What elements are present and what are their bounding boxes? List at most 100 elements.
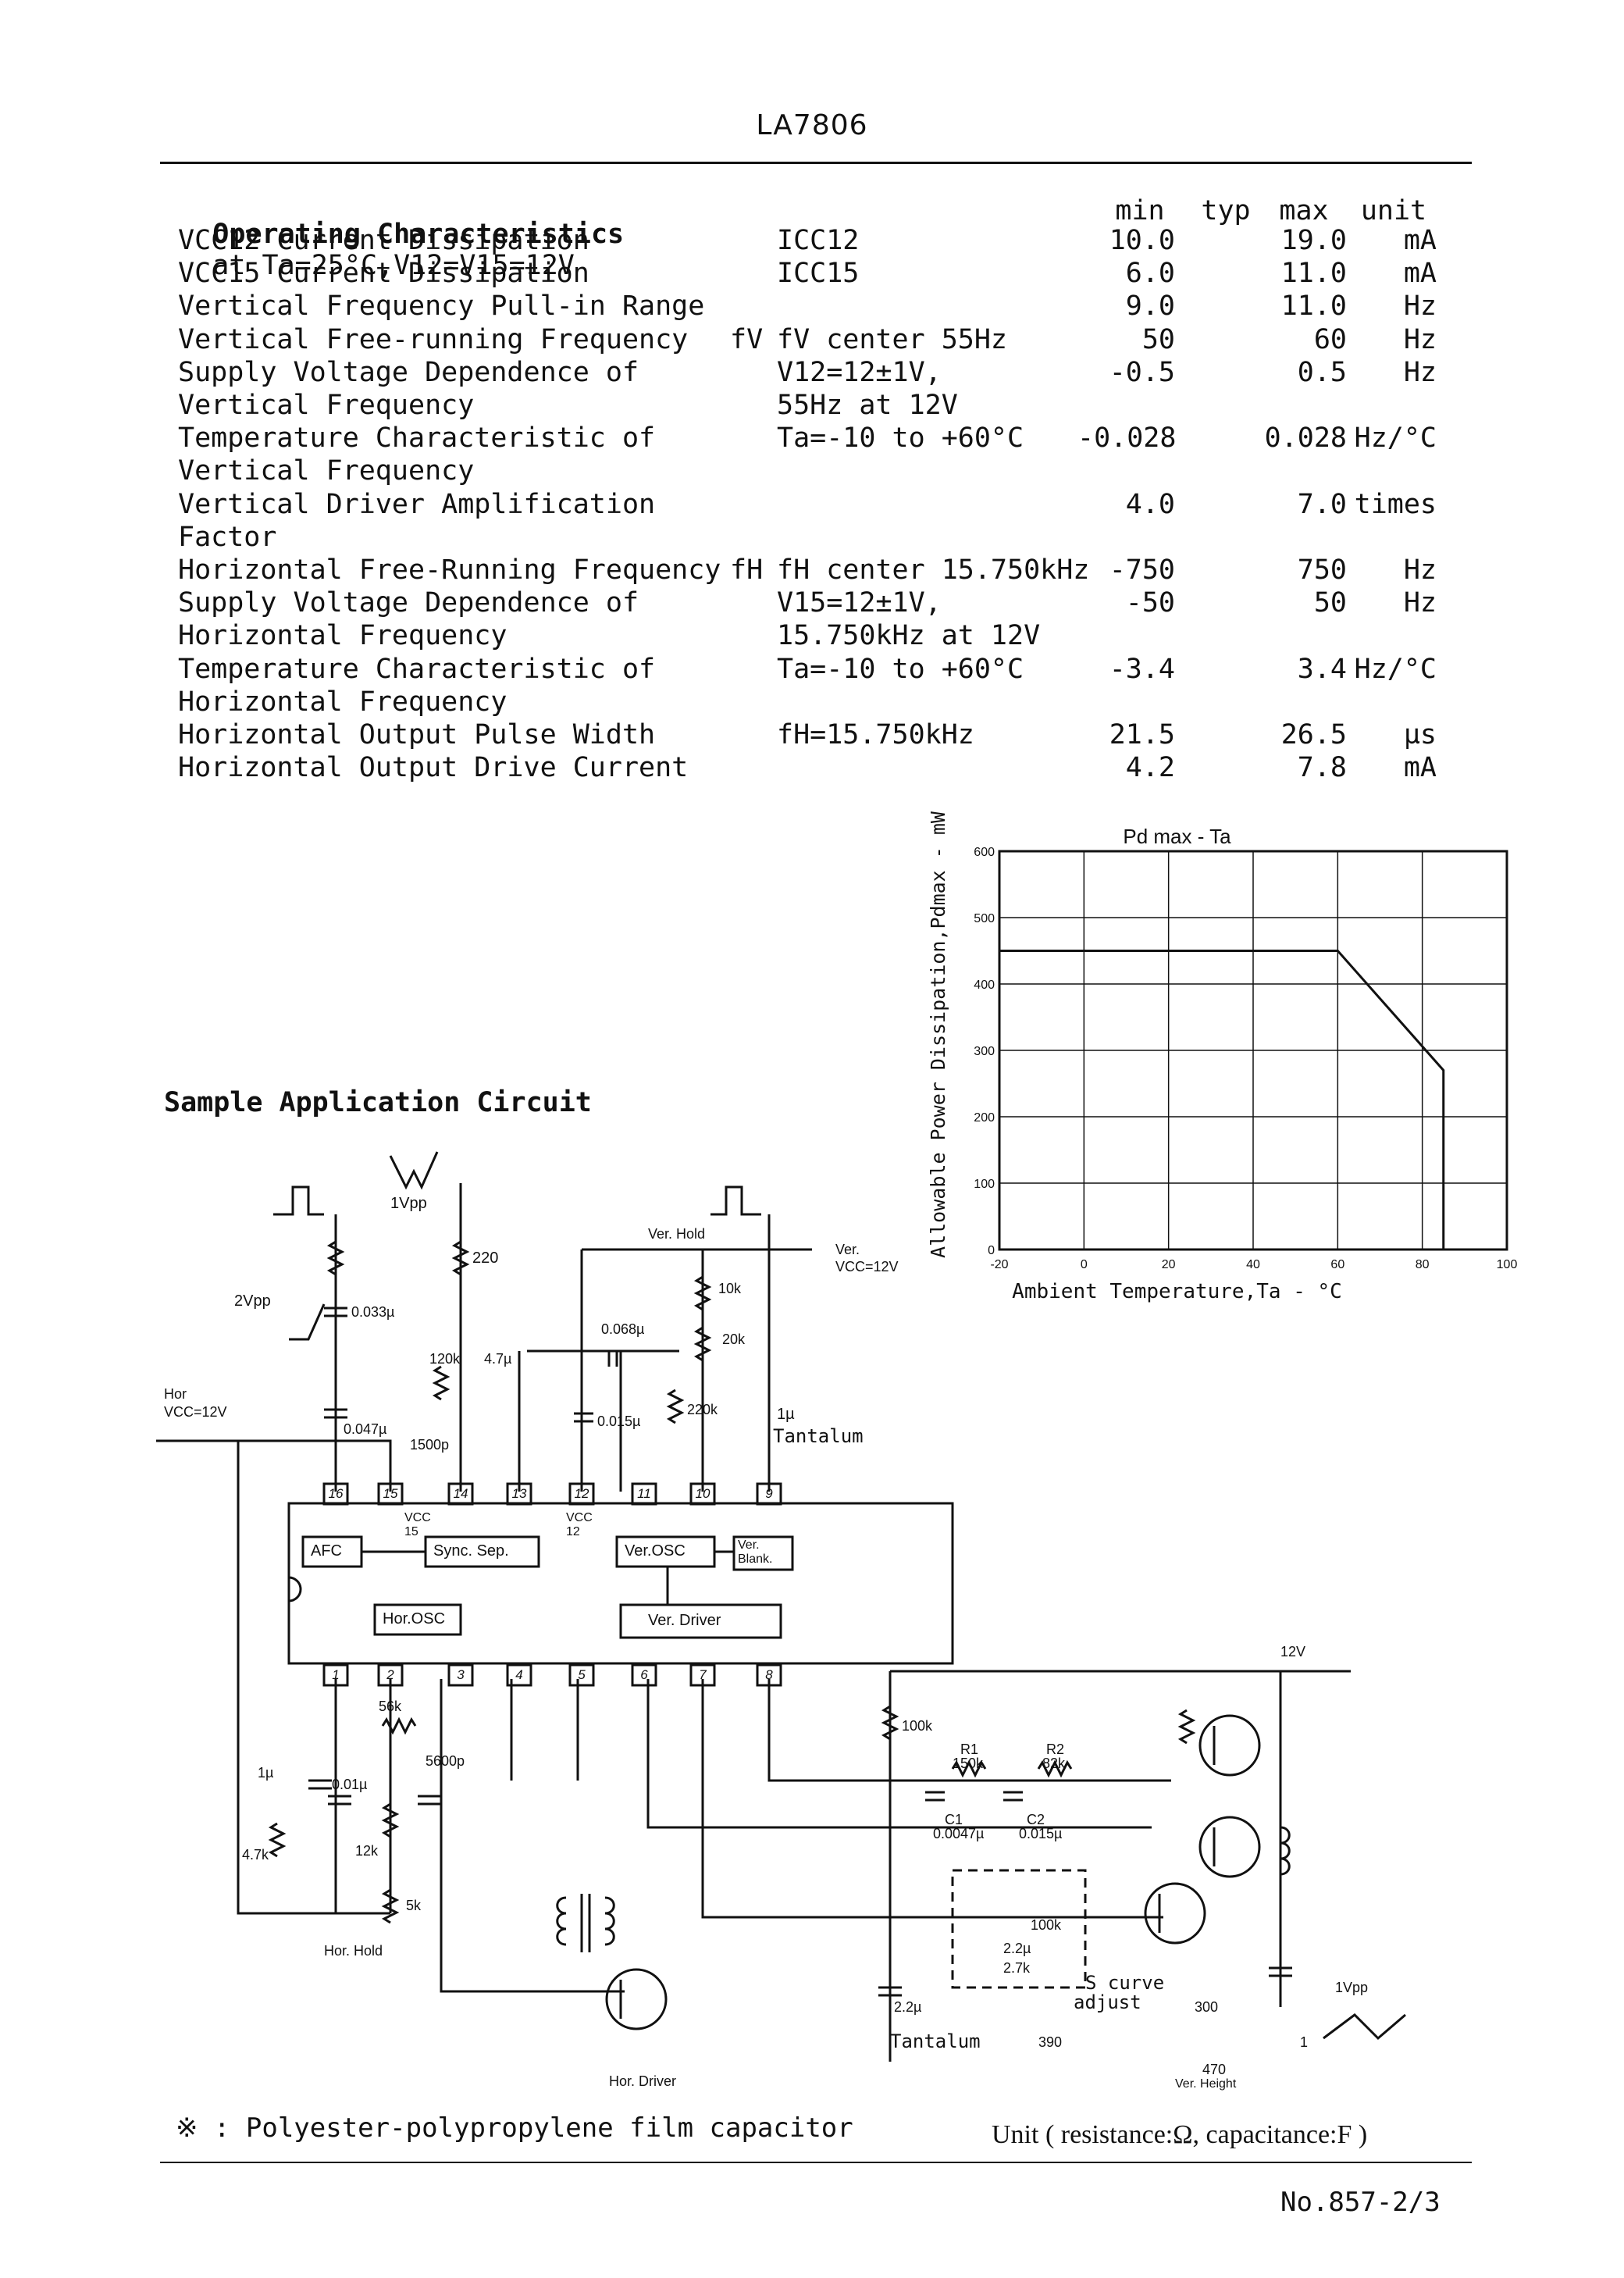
label-c0068: 0.068µ <box>601 1321 645 1337</box>
top-pin-number: 12 <box>574 1486 589 1501</box>
label-r1-ohm: 1 <box>1300 2034 1309 2050</box>
spec-condition-value: Ta=-10 to +60°C <box>777 422 1024 455</box>
r-120k <box>432 1365 451 1401</box>
label-hor: Hor <box>164 1386 187 1402</box>
spec-param: VCC12 Current Dissipation <box>178 225 589 256</box>
c-c2 <box>1003 1791 1023 1802</box>
label-ver-osc: Ver.OSC <box>625 1542 686 1560</box>
top-pin-number: 10 <box>695 1486 710 1501</box>
r-10k <box>693 1275 712 1311</box>
spec-unit: Hz <box>1403 291 1437 323</box>
top-pin-number: 14 <box>453 1486 468 1501</box>
c-0068 <box>607 1351 618 1367</box>
label-c22: 2.2µ <box>1003 1941 1031 1956</box>
part-number-header: LA7806 <box>756 109 868 141</box>
spec-max: 26.5 <box>1280 719 1347 750</box>
top-pin-number: 13 <box>511 1486 527 1501</box>
spec-condition-value: 55Hz at 12V <box>777 390 958 421</box>
spec-max: 0.028 <box>1264 422 1347 455</box>
label-r47k: 4.7k <box>242 1847 269 1863</box>
spec-param: Supply Voltage Dependence of <box>178 587 639 619</box>
transistor-hor-driver <box>605 1968 668 2030</box>
ver-driver-block <box>619 1603 782 1639</box>
label-ver-driver: Ver. Driver <box>648 1612 721 1629</box>
spec-param: Horizontal Frequency <box>178 620 508 652</box>
spec-unit: Hz <box>1403 323 1437 355</box>
spec-param: Horizontal Free-Running Frequency <box>178 554 721 586</box>
pin7-line <box>701 1679 1163 1919</box>
label-r470: 470 <box>1202 2062 1227 2077</box>
bottom-pin-box <box>568 1663 595 1687</box>
spec-param: Temperature Characteristic of <box>178 422 656 455</box>
output-sawtooth-waveform <box>1323 2013 1406 2041</box>
spec-condition-value: ICC12 <box>777 225 860 256</box>
c-c1 <box>925 1791 945 1802</box>
label-hor-driver: Hor. Driver <box>609 2073 677 2089</box>
spec-param: Supply Voltage Dependence of <box>178 356 639 388</box>
bottom-pin-number: 6 <box>640 1667 648 1682</box>
spec-max: 11.0 <box>1280 258 1347 290</box>
spec-param: Factor <box>178 521 277 553</box>
y-tick-label: 500 <box>974 912 995 925</box>
spec-unit: mA <box>1403 225 1437 256</box>
vert-pulse-waveform <box>710 1185 761 1216</box>
col-typ: typ <box>1201 195 1251 226</box>
label-r1: R1 <box>960 1741 979 1757</box>
spec-symbol: fH <box>730 554 764 586</box>
chart-title: Pd max - Ta <box>1123 825 1231 848</box>
r-56k <box>381 1717 417 1735</box>
spec-max: 50 <box>1313 587 1347 619</box>
label-ver-blank: Ver. Blank. <box>738 1538 773 1566</box>
top-pin-number: 9 <box>765 1486 773 1501</box>
r-220 <box>451 1240 470 1276</box>
label-c1u: 1µ <box>777 1406 795 1423</box>
spec-min: 50 <box>1141 323 1175 355</box>
top-pin-number: 15 <box>383 1486 398 1501</box>
col-max: max <box>1279 195 1329 226</box>
label-1vpp: 1Vpp <box>390 1195 427 1212</box>
footnote-capacitor: ※ : Polyester-polypropylene film capacit… <box>176 2112 853 2144</box>
label-1vpp-out: 1Vpp <box>1335 1980 1369 1995</box>
spec-param: Horizontal Output Drive Current <box>178 752 689 784</box>
ic-body <box>287 1502 954 1665</box>
unit-note: Unit ( resistance:Ω, capacitance:F ) <box>992 2120 1368 2149</box>
spec-param: Vertical Driver Amplification <box>178 488 656 520</box>
circuit-title: Sample Application Circuit <box>164 1087 592 1118</box>
spec-title: Operating Characteristics <box>212 219 625 250</box>
r-220k <box>666 1389 685 1424</box>
spec-max: 750 <box>1297 554 1347 586</box>
label-c0015: 0.015µ <box>597 1414 641 1429</box>
spec-min: -750 <box>1109 554 1175 586</box>
transformer-secondary <box>604 1896 615 1946</box>
label-c0047: 0.047µ <box>344 1421 387 1437</box>
spec-min: -50 <box>1125 587 1175 619</box>
hor-hold-return-line <box>237 1441 390 1915</box>
spec-min: 21.5 <box>1109 719 1175 750</box>
y-tick-label: 100 <box>974 1178 995 1191</box>
label-r12k: 12k <box>355 1843 379 1859</box>
c-0015 <box>574 1412 593 1423</box>
transistor-driver <box>1144 1882 1206 1945</box>
spec-min: -0.028 <box>1077 422 1177 455</box>
bottom-pin-box <box>506 1663 532 1687</box>
label-r2-value: 82k <box>1042 1756 1066 1771</box>
pd-series-line <box>999 950 1445 1250</box>
hor-vcc-line <box>156 1439 392 1492</box>
x-tick-label: 60 <box>1330 1258 1344 1271</box>
bottom-pin-box <box>447 1663 474 1687</box>
spec-condition-value: fV center 55Hz <box>777 323 1008 355</box>
spec-param: Vertical Free-running Frequency <box>178 323 689 355</box>
spec-unit: µs <box>1403 719 1437 750</box>
label-r56k: 56k <box>379 1699 402 1714</box>
bottom-pin-box <box>631 1663 657 1687</box>
label-tantalum-2: Tantalum <box>890 2030 981 2052</box>
label-vcc12: VCC 12 <box>566 1511 593 1538</box>
header-rule <box>160 162 1472 164</box>
pin8-line <box>767 1679 1171 1782</box>
r-r1 <box>951 1759 987 1778</box>
spec-min: 10.0 <box>1109 225 1175 256</box>
footer-rule <box>160 2162 1472 2163</box>
c-0033 <box>324 1307 347 1317</box>
label-12v: 12V <box>1280 1644 1306 1659</box>
